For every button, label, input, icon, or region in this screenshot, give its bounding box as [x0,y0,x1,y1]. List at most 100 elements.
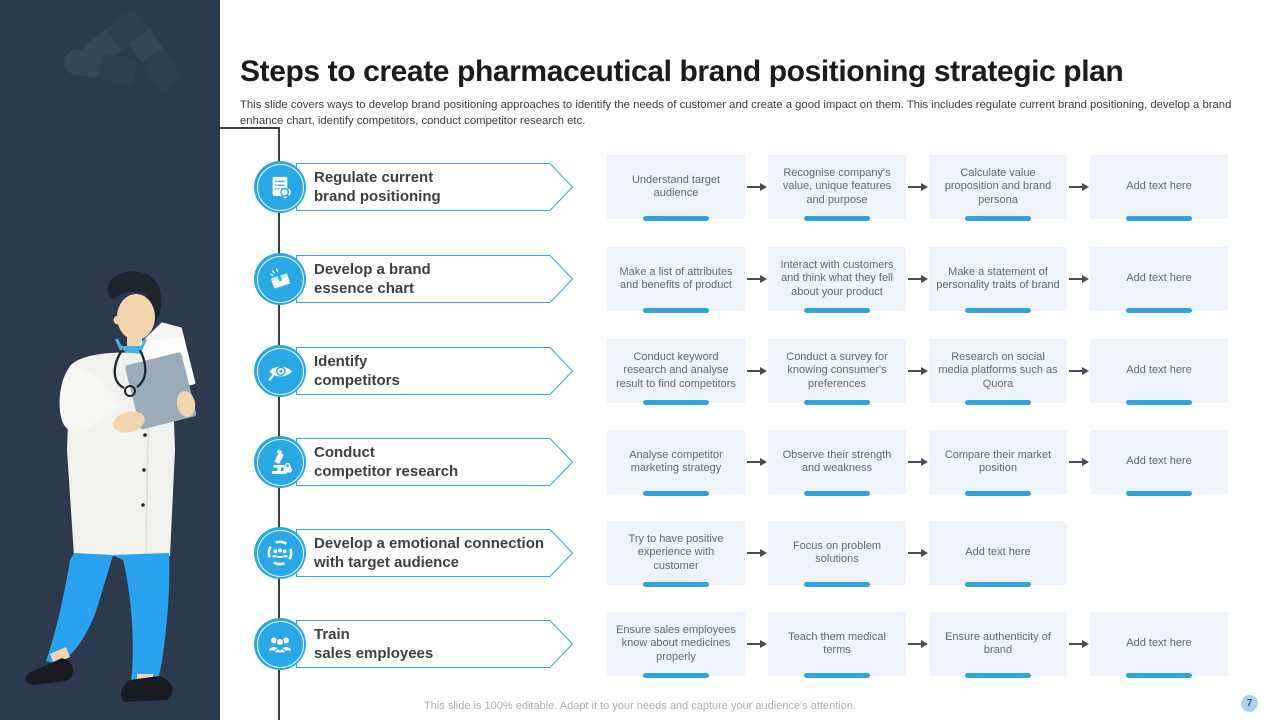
step-box[interactable]: Analyse competitor marketing strategy [607,430,745,496]
slide-title[interactable]: Steps to create pharmaceutical brand pos… [240,55,1124,89]
process-row: Develop a emotional connection with targ… [0,521,1280,587]
step-box[interactable]: Add text here [929,521,1067,587]
page-number-badge: 7 [1241,695,1258,712]
step-label: Train sales employees [314,626,434,662]
step-label-chevron[interactable]: Develop a brand essence chart [296,255,573,303]
step-box[interactable]: Add text here [1090,612,1228,678]
brand-essence-icon [254,253,306,305]
step-boxes: Try to have positive experience with cus… [607,521,1067,587]
step-text: Add text here [1126,180,1192,193]
step-label-chevron[interactable]: Develop a emotional connection with targ… [296,529,573,577]
step-label: Regulate current brand positioning [314,169,441,205]
step-underline [1126,308,1192,313]
flow-arrow-icon [745,247,768,311]
flow-arrow-icon [745,430,768,494]
step-boxes: Analyse competitor marketing strategy Obs… [607,430,1228,496]
step-label: Develop a emotional connection with targ… [314,535,545,571]
step-label-chevron[interactable]: Regulate current brand positioning [296,163,573,211]
step-label-chevron[interactable]: Identify competitors [296,347,573,395]
process-row: Develop a brand essence chart Make a lis… [0,247,1280,313]
step-boxes: Make a list of attributes and benefits o… [607,247,1228,313]
flow-arrow-icon [906,521,929,585]
step-box[interactable]: Conduct a survey for knowing consumer's … [768,339,906,405]
step-text: Add text here [1126,455,1192,468]
step-text: Ensure sales employees know about medici… [616,623,736,663]
audience-target-icon [254,527,306,579]
step-box[interactable]: Observe their strength and weakness [768,430,906,496]
step-label-chevron[interactable]: Train sales employees [296,620,573,668]
step-boxes: Ensure sales employees know about medici… [607,612,1228,678]
step-label-chevron[interactable]: Conduct competitor research [296,438,573,486]
flow-arrow-icon [745,612,768,676]
doctor-illustration [25,271,197,702]
step-text: Make a list of attributes and benefits o… [619,265,733,292]
step-boxes: Understand target audience Recognise comp… [607,155,1228,221]
step-box[interactable]: Try to have positive experience with cus… [607,521,745,587]
step-text: Add text here [1126,637,1192,650]
step-text: Teach them medical terms [788,630,886,657]
flow-arrow-icon [1067,339,1090,403]
step-box[interactable]: Add text here [1090,430,1228,496]
flow-arrow-icon [1067,155,1090,219]
step-text: Focus on problem solutions [792,539,882,566]
step-text: Observe their strength and weakness [782,448,892,475]
flow-arrow-icon [1067,430,1090,494]
step-underline [965,400,1031,405]
step-box[interactable]: Research on social media platforms such … [929,339,1067,405]
step-box[interactable]: Add text here [1090,339,1228,405]
step-underline [804,673,870,678]
flow-arrow-icon [1067,612,1090,676]
step-box[interactable]: Make a statement of personality traits o… [929,247,1067,313]
timeline-horizontal-connector [220,127,279,129]
step-box[interactable]: Ensure authenticity of brand [929,612,1067,678]
slide-subtitle[interactable]: This slide covers ways to develop brand … [240,99,1232,128]
step-text: Add text here [965,546,1031,559]
process-row: Conduct competitor research Analyse comp… [0,430,1280,496]
step-underline [804,582,870,587]
step-box[interactable]: Compare their market position [929,430,1067,496]
step-box[interactable]: Recognise company's value, unique featur… [768,155,906,221]
step-text: Understand target audience [631,173,721,200]
step-underline [643,216,709,221]
process-row: Identify competitors Conduct keyword res… [0,339,1280,405]
step-box[interactable]: Understand target audience [607,155,745,221]
step-box[interactable]: Conduct keyword research and analyse res… [607,339,745,405]
certificate-search-icon [254,161,306,213]
step-text: Conduct keyword research and analyse res… [616,350,736,390]
step-box[interactable]: Add text here [1090,247,1228,313]
process-row: Regulate current brand positioning Under… [0,155,1280,221]
microscope-icon [254,436,306,488]
step-box[interactable]: Interact with customers and think what t… [768,247,906,313]
flow-arrow-icon [906,339,929,403]
step-underline [965,308,1031,313]
step-underline [643,400,709,405]
step-label: Conduct competitor research [314,444,459,480]
step-box[interactable]: Make a list of attributes and benefits o… [607,247,745,313]
step-underline [965,216,1031,221]
flow-arrow-icon [745,155,768,219]
step-underline [643,308,709,313]
step-underline [804,216,870,221]
step-text: Conduct a survey for knowing consumer's … [786,350,888,390]
step-underline [804,491,870,496]
step-box[interactable]: Ensure sales employees know about medici… [607,612,745,678]
step-text: Add text here [1126,272,1192,285]
step-box[interactable]: Calculate value proposition and brand pe… [929,155,1067,221]
timeline-vertical-line [278,127,280,720]
step-underline [1126,216,1192,221]
step-underline [965,673,1031,678]
step-underline [1126,673,1192,678]
step-text: Make a statement of personality traits o… [936,265,1060,292]
flow-arrow-icon [745,339,768,403]
step-text: Add text here [1126,364,1192,377]
step-underline [965,582,1031,587]
step-underline [643,491,709,496]
step-box[interactable]: Add text here [1090,155,1228,221]
flow-arrow-icon [906,247,929,311]
step-box[interactable]: Teach them medical terms [768,612,906,678]
step-box[interactable]: Focus on problem solutions [768,521,906,587]
step-underline [804,308,870,313]
step-underline [804,400,870,405]
slide-footer-note[interactable]: This slide is 100% editable. Adapt it to… [424,700,856,712]
step-label: Identify competitors [314,353,400,389]
